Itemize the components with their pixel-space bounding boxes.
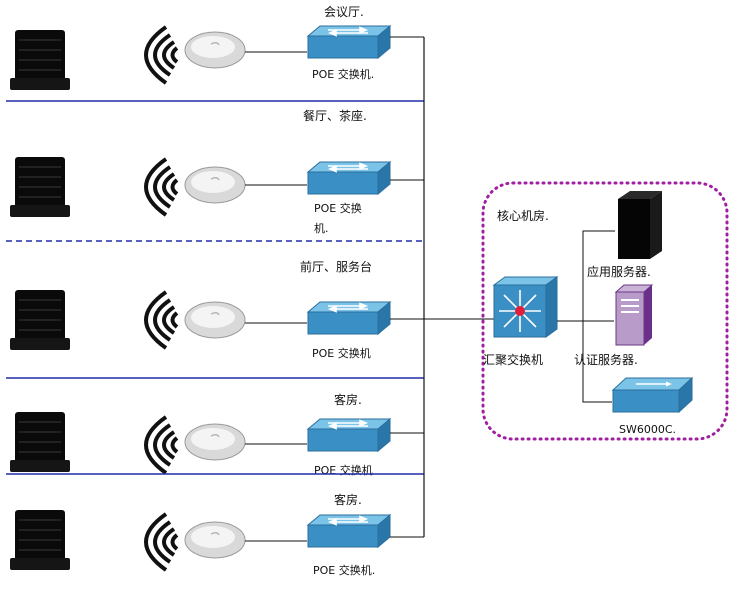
auth-server-label: 认证服务器.	[574, 352, 638, 367]
wifi-signal-icon	[144, 512, 179, 572]
zone-row: 餐厅、茶座. POE 交换 机.	[9, 108, 424, 235]
access-point-icon	[184, 166, 246, 204]
app-server-label: 应用服务器.	[587, 264, 651, 279]
core-room-border	[481, 181, 729, 441]
access-point-icon	[184, 521, 246, 559]
switch-label: POE 交换机.	[312, 67, 374, 81]
core-room: 核心机房. 汇聚交换机 应用服务器.	[481, 181, 729, 441]
zone-label: 餐厅、茶座.	[303, 108, 367, 123]
zone-label: 客房.	[334, 492, 362, 507]
poe-switch-icon[interactable]	[307, 25, 391, 59]
zone-label: 会议厅.	[324, 5, 364, 19]
sw6000c-switch-icon[interactable]	[611, 376, 694, 414]
wifi-signal-icon	[144, 290, 179, 350]
switch-label-wrap: 机.	[314, 221, 329, 235]
zone-rows: 会议厅. POE 交换机. 餐厅、茶座. POE 交换 机. 前厅、服务台 PO…	[6, 5, 494, 577]
zone-label: 客房.	[334, 392, 362, 407]
sw6000c-label: SW6000C.	[619, 423, 676, 436]
link-app-server	[582, 230, 615, 321]
terminal-icon	[9, 29, 71, 91]
zone-row: 客房. POE 交换机.	[9, 492, 424, 577]
zone-row: 前厅、服务台 POE 交换机	[9, 259, 494, 360]
wifi-signal-icon	[144, 25, 179, 85]
zone-label: 前厅、服务台	[300, 259, 372, 274]
aggregation-switch-label: 汇聚交换机	[483, 352, 543, 367]
access-point-icon	[184, 301, 246, 339]
terminal-icon	[9, 289, 71, 351]
terminal-icon	[9, 156, 71, 218]
app-server-icon[interactable]	[618, 191, 662, 259]
access-point-icon	[184, 31, 246, 69]
auth-server-icon[interactable]	[614, 284, 654, 346]
switch-label: POE 交换机	[312, 346, 371, 360]
terminal-icon	[9, 411, 71, 473]
zone-row: 会议厅. POE 交换机.	[9, 5, 424, 91]
terminal-icon	[9, 509, 71, 571]
switch-label: POE 交换	[314, 201, 362, 215]
link-sw6000c	[582, 321, 612, 403]
wifi-signal-icon	[144, 157, 179, 217]
poe-switch-icon[interactable]	[307, 514, 391, 548]
zone-row: 客房. POE 交换机	[9, 392, 424, 477]
aggregation-switch-icon[interactable]	[492, 276, 559, 338]
poe-switch-icon[interactable]	[307, 418, 391, 452]
poe-switch-icon[interactable]	[307, 161, 391, 195]
switch-label: POE 交换机.	[313, 563, 375, 577]
poe-switch-icon[interactable]	[307, 301, 391, 335]
core-room-title: 核心机房.	[497, 208, 549, 223]
access-point-icon	[184, 423, 246, 461]
switch-label: POE 交换机	[314, 463, 373, 477]
wifi-signal-icon	[144, 415, 179, 475]
